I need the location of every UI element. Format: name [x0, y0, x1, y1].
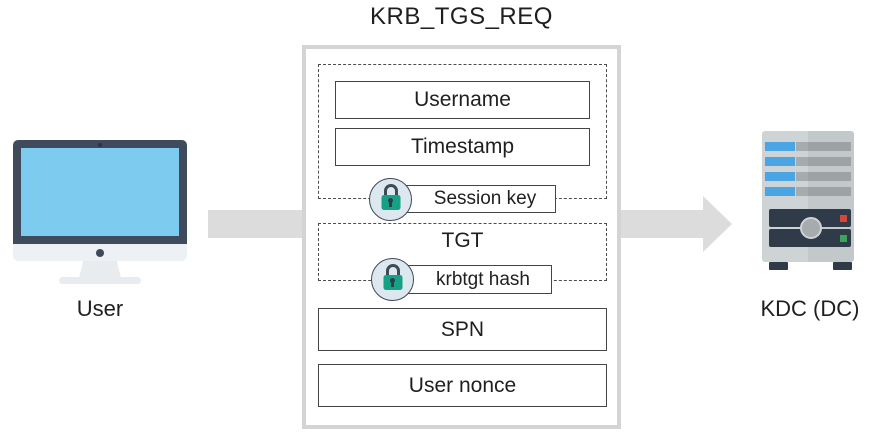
monitor-camera-dot: [98, 143, 102, 147]
field-timestamp: Timestamp: [335, 128, 590, 166]
field-username: Username: [335, 81, 590, 119]
monitor-stand-base: [59, 277, 141, 284]
led-green-icon: [840, 235, 847, 242]
server-foot: [833, 262, 852, 270]
server-foot: [769, 262, 788, 270]
field-spn: SPN: [318, 308, 607, 351]
monitor-screen: [21, 148, 179, 236]
krbtgt-hash-label: krbtgt hash: [436, 268, 530, 290]
field-tgt: TGT: [441, 229, 484, 252]
field-username-label: Username: [414, 88, 511, 111]
monitor-bezel-button: [96, 249, 104, 257]
arrow-request-to-kdc: [621, 210, 703, 238]
field-spn-label: SPN: [440, 317, 485, 341]
lock-body: [383, 275, 402, 290]
diagram-title: KRB_TGS_REQ: [370, 3, 553, 30]
lock-shackle: [383, 184, 398, 197]
led-red-icon: [840, 215, 847, 222]
server-knob: [800, 217, 822, 239]
session-key-label: Session key: [433, 188, 537, 209]
lock-icon: [371, 258, 414, 301]
kdc-node-label: KDC (DC): [760, 296, 860, 321]
server-drive-stripe: [765, 157, 851, 166]
lock-body: [381, 195, 400, 210]
server-drive-stripe: [765, 187, 851, 196]
field-user-nonce-label: User nonce: [408, 373, 517, 397]
server-drive-stripe: [765, 142, 851, 151]
monitor-stand: [79, 261, 121, 278]
field-user-nonce: User nonce: [318, 364, 607, 407]
server-drive-stripe: [765, 172, 851, 181]
field-timestamp-label: Timestamp: [410, 135, 515, 158]
arrow-head-icon: [703, 196, 732, 252]
user-node-label: User: [76, 296, 124, 321]
lock-shackle: [385, 264, 400, 277]
arrow-user-to-request: [208, 210, 302, 238]
session-key-tag: Session key: [378, 185, 556, 213]
lock-icon: [369, 178, 412, 221]
